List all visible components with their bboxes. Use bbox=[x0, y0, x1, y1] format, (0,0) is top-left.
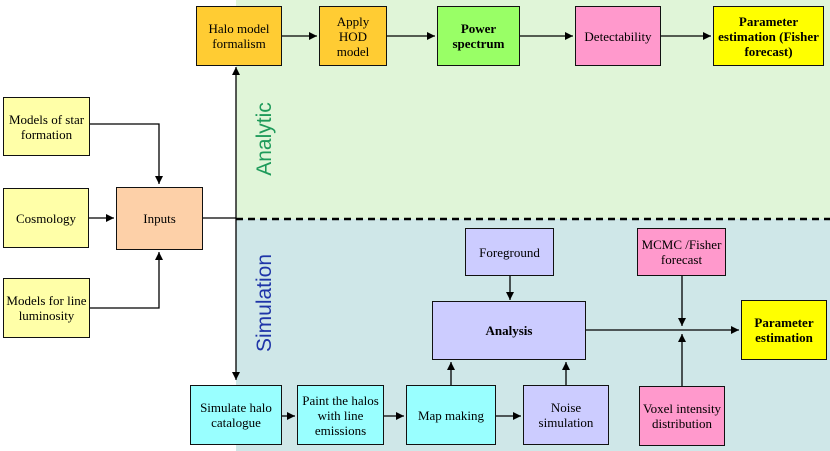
node-star-formation: Models of star formation bbox=[3, 97, 90, 156]
node-mcmc: MCMC /Fisher forecast bbox=[637, 228, 726, 276]
node-detectability: Detectability bbox=[575, 6, 661, 66]
node-inputs: Inputs bbox=[116, 187, 203, 250]
node-cosmology: Cosmology bbox=[3, 188, 89, 248]
node-paint-halos: Paint the halos with line emissions bbox=[297, 385, 384, 445]
node-halo-model: Halo model formalism bbox=[196, 6, 282, 66]
node-voxel-intensity: Voxel intensity distribution bbox=[639, 386, 725, 446]
node-line-luminosity: Models for line luminosity bbox=[3, 278, 90, 338]
arrow-luminosity-to-inputs bbox=[90, 252, 163, 309]
node-power-spectrum: Power spectrum bbox=[437, 6, 520, 66]
node-param-est-analytic: Parameter estimation (Fisher forecast) bbox=[713, 6, 824, 66]
arrow-star-to-inputs bbox=[90, 123, 163, 184]
node-param-est-sim: Parameter estimation bbox=[741, 300, 827, 360]
node-simulate-halo: Simulate halo catalogue bbox=[190, 385, 282, 445]
node-noise-simulation: Noise simulation bbox=[523, 385, 609, 445]
node-foreground: Foreground bbox=[465, 228, 554, 276]
node-analysis: Analysis bbox=[432, 301, 586, 360]
node-map-making: Map making bbox=[406, 385, 496, 445]
node-apply-hod: Apply HOD model bbox=[319, 6, 387, 66]
